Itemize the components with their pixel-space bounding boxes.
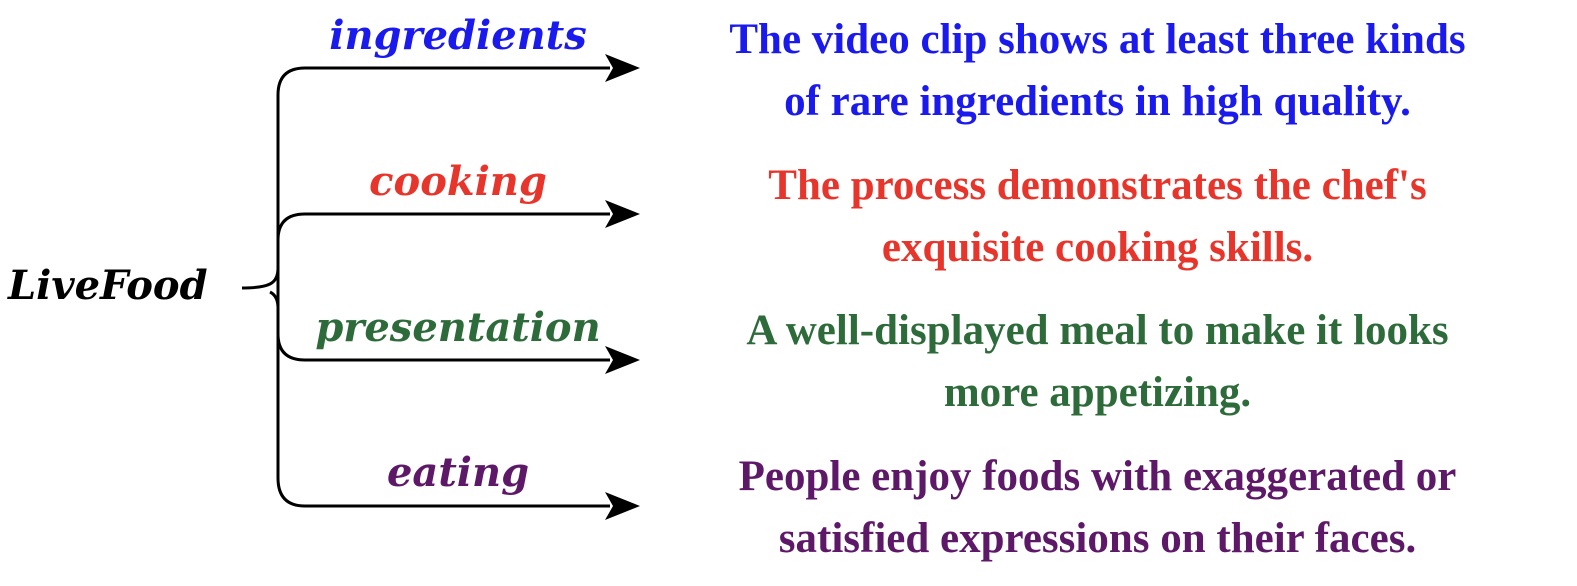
description-cooking: The process demonstrates the chef's exqu… — [660, 155, 1535, 279]
description-cooking-line-2: exquisite cooking skills. — [881, 224, 1314, 271]
description-ingredients-line-2: of rare ingredients in high quality. — [784, 78, 1411, 125]
root-stem — [241, 267, 280, 290]
arrowhead-presentation — [605, 346, 640, 374]
description-eating-line-1: People enjoy foods with exaggerated or — [738, 453, 1457, 500]
root-label: LiveFood — [8, 262, 208, 309]
description-presentation: A well-displayed meal to make it looks m… — [660, 300, 1535, 424]
description-eating: People enjoy foods with exaggerated or s… — [660, 446, 1535, 570]
branch-connector-ingredients — [276, 66, 610, 96]
description-eating-line-2: satisfied expressions on their faces. — [778, 515, 1417, 562]
arrowhead-eating — [605, 492, 640, 520]
arrowhead-cooking — [605, 200, 640, 228]
branch-label-presentation: presentation — [315, 304, 601, 351]
branch-label-ingredients: ingredients — [329, 12, 587, 59]
arrowhead-ingredients — [605, 54, 640, 82]
description-presentation-line-2: more appetizing. — [943, 369, 1252, 416]
branch-label-cooking: cooking — [369, 158, 547, 205]
branch-connector-cooking — [276, 212, 610, 241]
description-cooking-line-1: The process demonstrates the chef's — [768, 162, 1427, 209]
branch-label-eating: eating — [386, 449, 530, 496]
branch-connector-presentation — [276, 333, 610, 362]
description-ingredients-line-1: The video clip shows at least three kind… — [729, 16, 1466, 63]
description-ingredients: The video clip shows at least three kind… — [660, 9, 1535, 133]
branch-connector-eating — [276, 477, 610, 508]
description-presentation-line-1: A well-displayed meal to make it looks — [746, 307, 1449, 354]
